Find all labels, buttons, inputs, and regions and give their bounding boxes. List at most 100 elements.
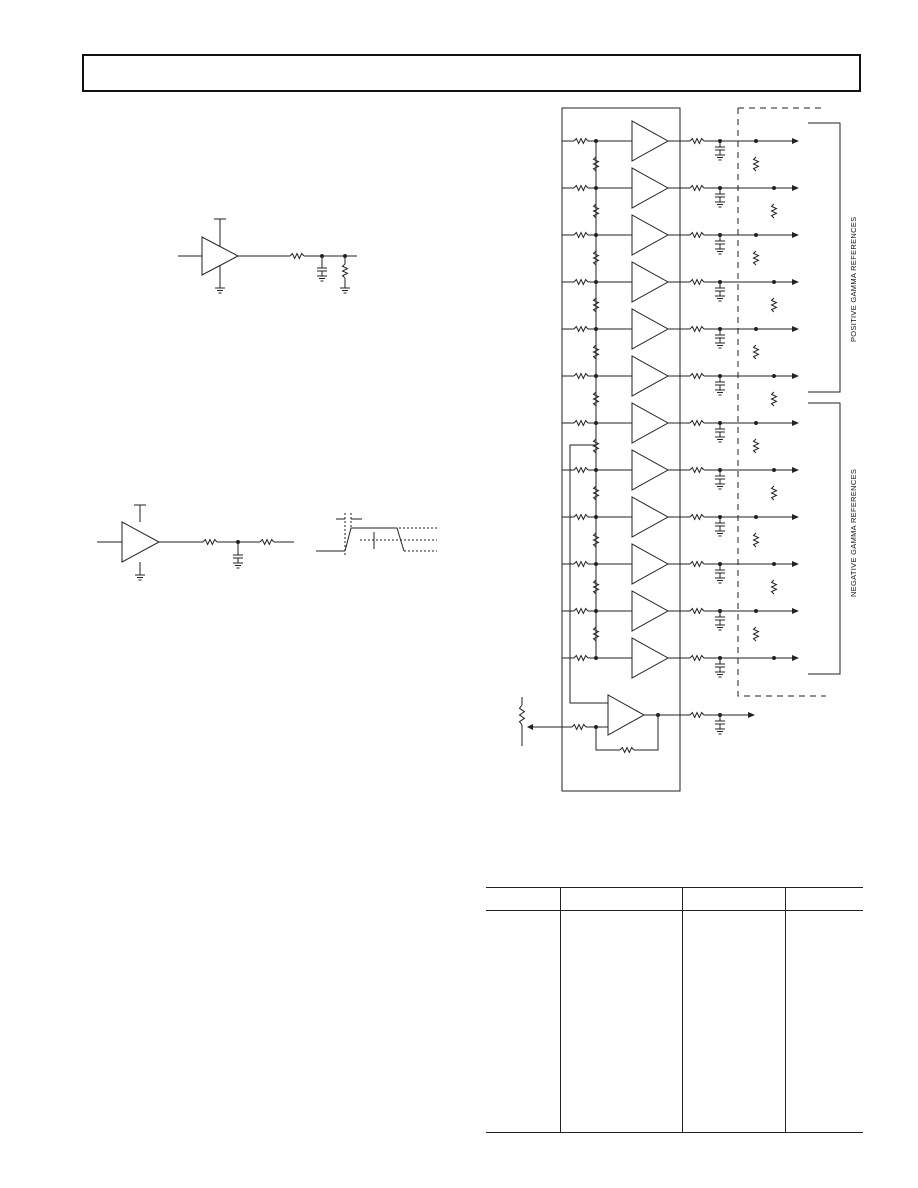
junction-dot xyxy=(594,609,598,613)
figure-buffer-with-load xyxy=(97,504,437,581)
resistor xyxy=(518,704,526,726)
resistor xyxy=(592,203,600,219)
resistor xyxy=(573,231,589,239)
arrowhead xyxy=(792,420,799,426)
resistor xyxy=(573,372,589,380)
header-box xyxy=(82,54,861,92)
resistor xyxy=(689,419,705,427)
table-column-divider xyxy=(785,888,786,1132)
resistor xyxy=(573,560,589,568)
op-amp-buffer xyxy=(631,637,670,679)
resistor xyxy=(573,654,589,662)
arrowhead xyxy=(792,655,799,661)
junction-dot xyxy=(754,327,758,331)
positive-bracket xyxy=(808,122,841,393)
resistor xyxy=(619,746,635,754)
resistor xyxy=(752,250,760,266)
resistor xyxy=(573,184,589,192)
resistor xyxy=(689,560,705,568)
gamma-labels: POSITIVE GAMMA REFERENCES NEGATIVE GAMMA… xyxy=(849,217,858,597)
negative-bracket xyxy=(808,402,841,675)
resistor xyxy=(573,607,589,615)
resistor xyxy=(752,438,760,454)
resistor xyxy=(689,607,705,615)
positive-gamma-references-label: POSITIVE GAMMA REFERENCES xyxy=(849,217,858,342)
junction-dot xyxy=(754,421,758,425)
junction-dot xyxy=(594,139,598,143)
op-amp-buffer xyxy=(121,521,161,563)
resistor xyxy=(689,372,705,380)
resistor xyxy=(689,654,705,662)
junction-dot xyxy=(772,186,776,190)
junction-dot xyxy=(772,562,776,566)
op-amp-buffer xyxy=(631,402,670,444)
junction-dot xyxy=(772,656,776,660)
op-amp-buffer xyxy=(631,543,670,585)
resistor xyxy=(592,438,600,454)
resistor xyxy=(689,466,705,474)
op-amp-buffer xyxy=(631,590,670,632)
junction-dot xyxy=(594,233,598,237)
junction-dot xyxy=(594,656,598,660)
resistor xyxy=(573,325,589,333)
junction-dot xyxy=(754,233,758,237)
resistor xyxy=(770,203,778,219)
resistor xyxy=(573,278,589,286)
table-column-divider xyxy=(682,888,683,1132)
figure-gamma-reference-chip xyxy=(518,107,841,792)
arrowhead xyxy=(792,232,799,238)
table-column-divider xyxy=(560,888,561,1132)
resistor xyxy=(770,297,778,313)
resistor xyxy=(689,184,705,192)
junction-dot xyxy=(772,280,776,284)
op-amp-buffer xyxy=(631,167,670,209)
arrowhead xyxy=(792,185,799,191)
arrowhead xyxy=(792,561,799,567)
resistor xyxy=(689,325,705,333)
specifications-table xyxy=(486,887,863,1133)
resistor xyxy=(202,538,218,546)
arrowhead xyxy=(792,373,799,379)
junction-dot xyxy=(594,374,598,378)
resistor xyxy=(592,626,600,642)
resistor xyxy=(592,250,600,266)
op-amp-buffer xyxy=(631,120,670,162)
arrowhead xyxy=(792,326,799,332)
resistor xyxy=(689,278,705,286)
junction-dot xyxy=(594,186,598,190)
resistor xyxy=(770,579,778,595)
resistor xyxy=(770,391,778,407)
op-amp-buffer xyxy=(631,449,670,491)
arrowhead xyxy=(792,514,799,520)
resistor xyxy=(689,137,705,145)
op-amp-buffer xyxy=(631,496,670,538)
resistor xyxy=(573,419,589,427)
dashed-boundary xyxy=(737,108,826,697)
resistor xyxy=(592,485,600,501)
resistor xyxy=(341,263,349,279)
arrowhead xyxy=(792,608,799,614)
junction-dot xyxy=(594,280,598,284)
junction-dot xyxy=(594,327,598,331)
resistor xyxy=(573,137,589,145)
arrowhead xyxy=(748,712,755,718)
wire xyxy=(634,715,659,751)
resistor xyxy=(689,711,705,719)
table-header-rule xyxy=(486,910,863,911)
resistor xyxy=(592,297,600,313)
resistor xyxy=(592,579,600,595)
resistor xyxy=(592,391,600,407)
junction-dot xyxy=(656,713,660,717)
resistor xyxy=(573,513,589,521)
junction-dot xyxy=(754,515,758,519)
junction-dot xyxy=(594,421,598,425)
op-amp-buffer xyxy=(631,214,670,256)
resistor xyxy=(689,513,705,521)
resistor xyxy=(752,344,760,360)
resistor xyxy=(752,626,760,642)
resistor xyxy=(752,156,760,172)
junction-dot xyxy=(772,374,776,378)
ic-package-outline xyxy=(561,107,681,792)
arrowhead xyxy=(792,279,799,285)
